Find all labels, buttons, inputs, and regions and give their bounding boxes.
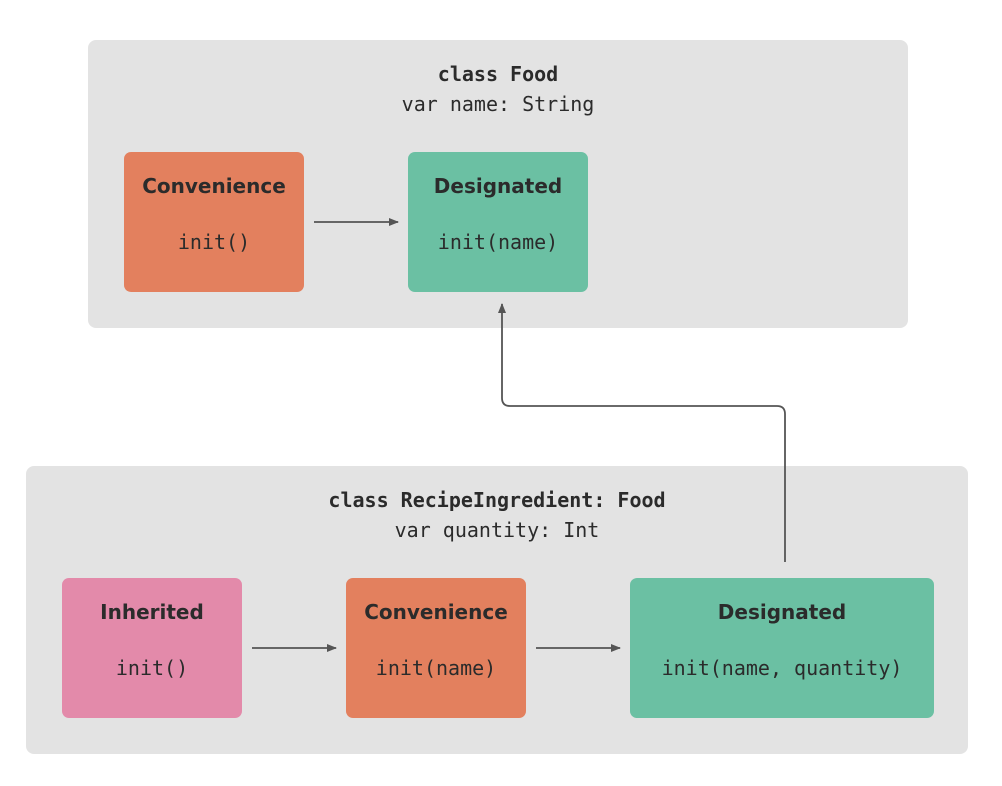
- food-designated-init-box: Designated init(name): [408, 152, 588, 292]
- food-convenience-label: Convenience: [142, 174, 286, 198]
- recipe-designated-label: Designated: [717, 600, 847, 624]
- food-designated-signature: init(name): [437, 230, 559, 254]
- recipe-designated-signature: init(name, quantity): [661, 656, 903, 680]
- recipe-designated-init-box: Designated init(name, quantity): [630, 578, 934, 718]
- recipe-convenience-label: Convenience: [364, 600, 508, 624]
- food-convenience-init-box: Convenience init(): [124, 152, 304, 292]
- food-class-property: var name: String: [401, 92, 595, 116]
- recipe-convenience-init-box: Convenience init(name): [346, 578, 526, 718]
- food-class-title: class Food: [437, 62, 559, 86]
- recipe-inherited-init-box: Inherited init(): [62, 578, 242, 718]
- recipe-convenience-signature: init(name): [375, 656, 497, 680]
- food-convenience-signature: init(): [177, 230, 251, 254]
- recipe-ingredient-class-property: var quantity: Int: [394, 518, 600, 542]
- recipe-ingredient-class-title: class RecipeIngredient: Food: [328, 488, 666, 512]
- recipe-inherited-signature: init(): [115, 656, 189, 680]
- food-designated-label: Designated: [433, 174, 563, 198]
- recipe-inherited-label: Inherited: [100, 600, 204, 624]
